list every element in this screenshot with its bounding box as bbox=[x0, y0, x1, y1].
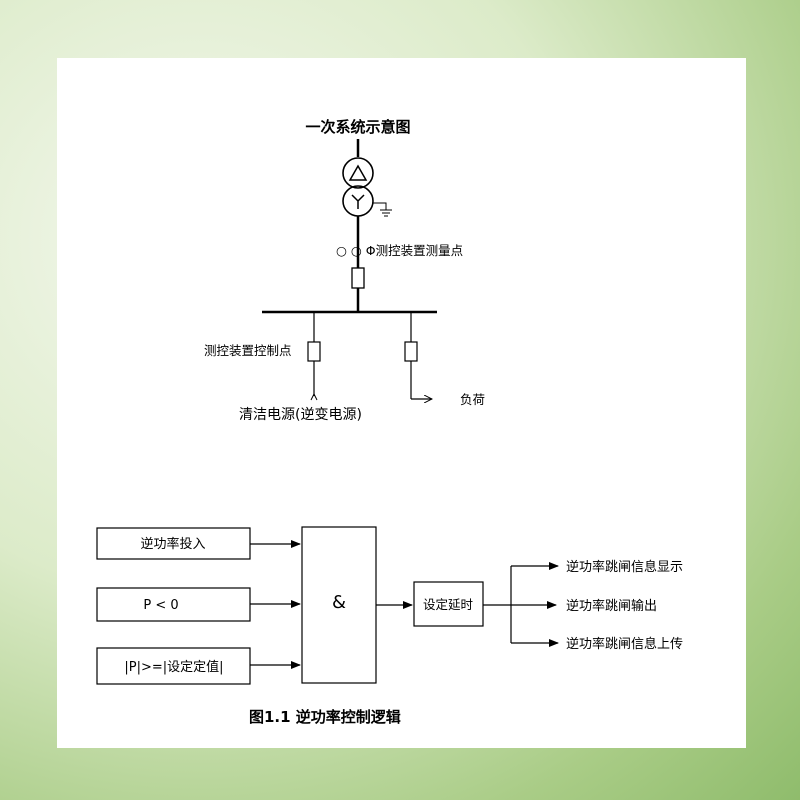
input-label-power-threshold: |P|>=|设定定值| bbox=[124, 659, 223, 675]
load-breaker bbox=[404, 341, 418, 362]
delay-label: 设定延时 bbox=[423, 597, 474, 612]
transformer-primary-winding bbox=[342, 157, 374, 189]
transformer-symbol bbox=[342, 157, 392, 217]
output-label-info-display: 逆功率跳闸信息显示 bbox=[566, 559, 683, 575]
and-gate bbox=[301, 526, 377, 684]
input-label-power-negative: P < 0 bbox=[143, 598, 178, 613]
and-gate-symbol: & bbox=[332, 592, 346, 613]
primary-system-title: 一次系统示意图 bbox=[305, 118, 410, 136]
figure-caption: 图1.1 逆功率控制逻辑 bbox=[249, 708, 401, 726]
load-label: 负荷 bbox=[460, 392, 485, 407]
wye-winding-icon bbox=[351, 194, 365, 209]
input-label-reverse-power-enable: 逆功率投入 bbox=[140, 536, 205, 552]
ground-icon bbox=[373, 202, 392, 217]
input-box-reverse-power-enable bbox=[96, 527, 251, 560]
source-arrow-icon bbox=[310, 392, 318, 401]
output-label-trip-output: 逆功率跳闸输出 bbox=[566, 598, 657, 614]
diagram-paper bbox=[57, 58, 746, 748]
delta-winding-icon bbox=[348, 164, 368, 181]
input-box-power-negative bbox=[96, 587, 251, 622]
control-point-breaker bbox=[307, 341, 321, 362]
feeder-breaker bbox=[351, 267, 365, 289]
measure-point-label: ○ ○ Φ测控装置测量点 bbox=[336, 243, 463, 258]
output-label-info-upload: 逆功率跳闸信息上传 bbox=[566, 636, 683, 652]
delay-box bbox=[413, 581, 484, 627]
clean-source-label: 清洁电源(逆变电源) bbox=[239, 407, 362, 423]
input-box-power-threshold bbox=[96, 647, 251, 685]
control-point-label: 测控装置控制点 bbox=[204, 343, 292, 358]
